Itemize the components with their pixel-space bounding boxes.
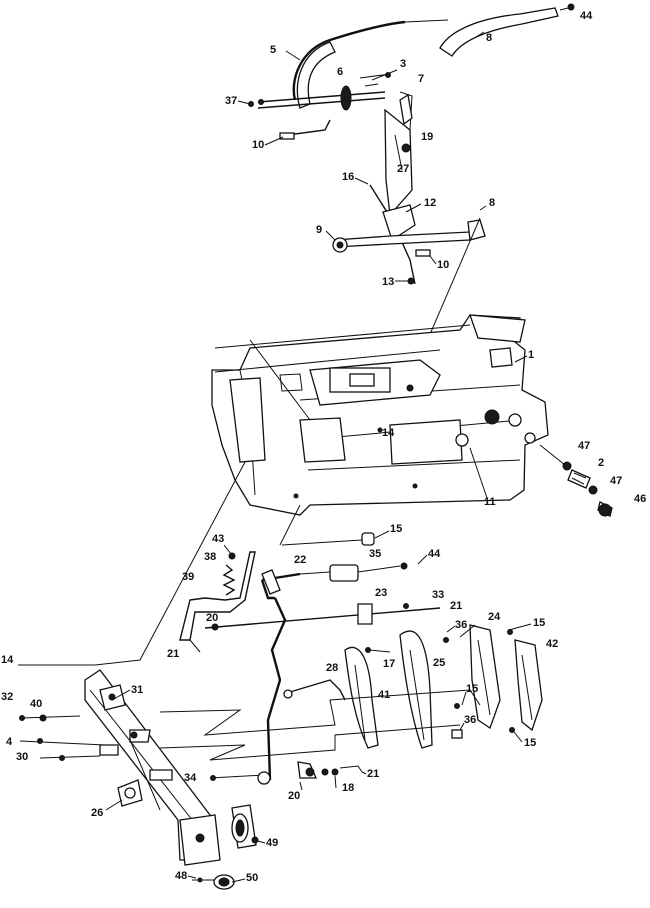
handle-grip-left [292,20,406,101]
gear-selector-plates [159,624,543,761]
callout-21-bottom: 21 [367,768,379,780]
lower-linkage-assembly [18,461,441,781]
callout-8-mid: 8 [489,197,495,209]
callout-39: 39 [182,571,194,583]
callout-40: 40 [30,698,42,710]
callout-41: 41 [378,689,390,701]
callout-1: 1 [528,349,534,361]
callout-42: 42 [546,638,558,650]
handle-grip-right [439,7,559,57]
callout-33: 33 [432,589,444,601]
callout-5: 5 [270,44,276,56]
callout-17: 17 [383,658,395,670]
callout-leaders [105,31,532,883]
callout-13: 13 [382,276,394,288]
callout-31: 31 [131,684,143,696]
adjuster-bolt-assembly [539,444,613,517]
callout-46: 46 [634,493,646,505]
callout-15-mid: 15 [466,683,478,695]
callout-2: 2 [598,457,604,469]
callout-25: 25 [433,657,445,669]
plate-24 [469,624,501,730]
callout-47-lower: 47 [610,475,622,487]
callout-6: 6 [337,66,343,78]
callout-8: 8 [486,32,492,44]
callout-44-lower: 44 [428,548,441,560]
callout-19: 19 [421,131,433,143]
callout-20-lower: 20 [288,790,300,802]
callout-24: 24 [488,611,501,623]
callout-14-left: 14 [1,654,14,666]
callout-9: 9 [316,224,322,236]
callout-20-upper: 20 [206,612,218,624]
callout-28: 28 [326,662,338,674]
callout-15-rod: 15 [390,523,402,535]
callout-4: 4 [6,736,13,748]
spring-38 [222,564,236,596]
callout-21-rod: 21 [450,600,462,612]
plate-42 [514,639,543,732]
callout-48: 48 [175,870,187,882]
callout-35: 35 [369,548,381,560]
lever-rod [257,91,386,109]
callout-15-lower: 15 [524,737,536,749]
callout-26: 26 [91,807,103,819]
callout-7: 7 [418,73,424,85]
callout-47-upper: 47 [578,440,590,452]
callout-labels: 44 5 8 3 6 37 7 19 10 27 16 12 8 9 10 13… [1,10,646,884]
callout-43: 43 [212,533,224,545]
callout-12: 12 [424,197,436,209]
pivot-hardware [192,761,363,890]
callout-3: 3 [400,58,406,70]
callout-10-mid: 10 [437,259,449,271]
callout-37: 37 [225,95,237,107]
callout-34: 34 [184,772,197,784]
callout-36-lower: 36 [464,714,476,726]
callout-36-upper: 36 [455,619,467,631]
callout-21-left: 21 [167,648,179,660]
callout-11: 11 [484,496,496,508]
callout-22: 22 [294,554,306,566]
transmission-frame [211,314,549,516]
callout-14-frame: 14 [382,427,395,439]
shift-plate [384,108,413,217]
upper-handle-assembly [248,3,575,405]
callout-15-right-top: 15 [533,617,545,629]
callout-44: 44 [580,10,593,22]
pedal-shaft-bracket [19,669,221,866]
callout-16: 16 [342,171,354,183]
callout-30: 30 [16,751,28,763]
callout-32: 32 [1,691,13,703]
callout-10-top: 10 [252,139,264,151]
callout-27: 27 [397,163,409,175]
callout-23: 23 [375,587,387,599]
callout-38: 38 [204,551,216,563]
callout-49: 49 [266,837,278,849]
callout-18: 18 [342,782,354,794]
callout-50: 50 [246,872,258,884]
